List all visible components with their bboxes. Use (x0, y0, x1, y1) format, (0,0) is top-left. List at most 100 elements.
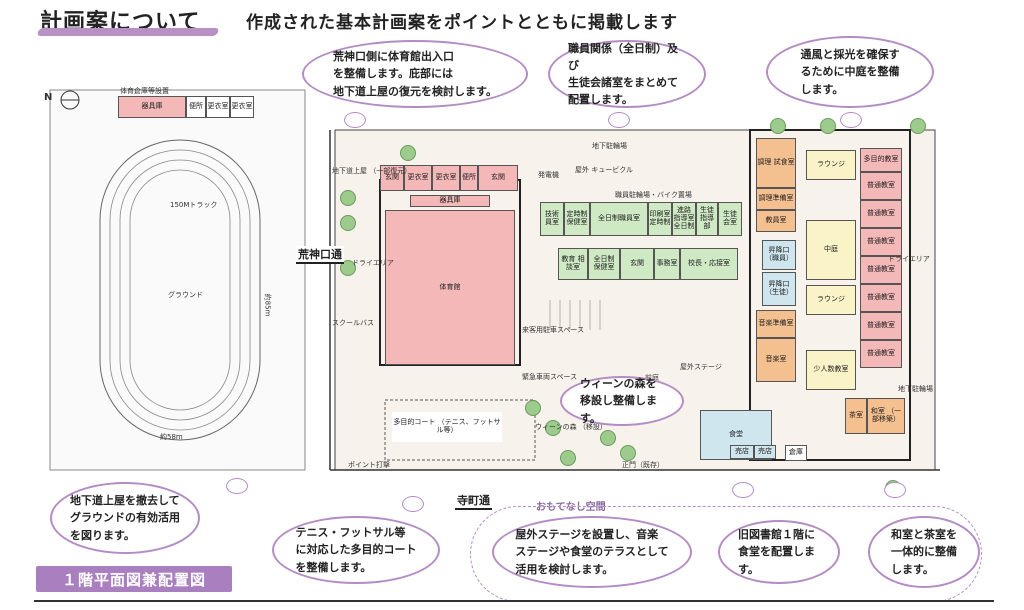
track-label: 150Mトラック (170, 201, 218, 209)
legend-tag: １階平面図兼配置図 (36, 566, 232, 592)
locker-room: 更衣室 (206, 96, 230, 118)
omotenashi-label: おもてなし空間 (536, 502, 606, 513)
multi-court-outline (384, 399, 536, 461)
bottom-rule (34, 600, 994, 602)
room-kitchen-prep: 調理準備室 (756, 188, 796, 210)
underground-bike2-label: 地下駐輪場 (898, 385, 933, 393)
tree (525, 400, 541, 416)
room-office: 事務室 (654, 248, 680, 280)
tree (340, 190, 356, 206)
shop: 売店 (754, 445, 776, 459)
room-career: 進路 指導室 全日制 (672, 202, 696, 236)
gym-store: 器具庫 (410, 195, 490, 207)
small-class: 少人数教室 (806, 350, 856, 390)
japanese-room: 和室 （一部移築） (867, 398, 905, 434)
dry-area-label: ドライエリア (352, 259, 394, 267)
tree (620, 445, 636, 461)
gym-locker: 更衣室 (432, 165, 460, 191)
point-label: ポイント打撃 (348, 461, 390, 469)
underground-bike-label: 地下駐輪場 (592, 142, 627, 150)
tree (340, 260, 356, 276)
room-principal: 校長・応接室 (680, 248, 738, 280)
callout-tail (402, 496, 424, 512)
outdoor-stage-label: 屋外ステージ (680, 363, 722, 371)
room-guidance: 生徒 指導部 (696, 202, 718, 236)
gym-entrance: 玄関 (380, 165, 404, 191)
main-gate-label: 正門（既存） (622, 461, 664, 469)
callout-tail (226, 478, 248, 494)
shoe-student: 昇降口 （生徒） (762, 272, 796, 306)
toilet-room: 便所 (186, 96, 206, 118)
callout-court: テニス・フットサル等 に対応した多目的コート を整備します。 (272, 516, 440, 584)
ground-area (49, 89, 306, 471)
callout-forest: ウィーンの森を 移設し整備します。 (560, 376, 684, 426)
classroom: 普通教室 (860, 340, 902, 368)
callout-tail (344, 112, 366, 128)
dry-area2-label: ドライエリア (888, 255, 930, 263)
tree (400, 145, 416, 161)
callout-library: 旧図書館１階に 食堂を配置します。 (718, 520, 840, 584)
lounge: ラウンジ (806, 285, 856, 315)
callout-tail (608, 112, 630, 128)
tree (560, 450, 576, 466)
forest-small-label: ウィーンの森 （移設） (535, 423, 607, 431)
track-lane2 (119, 159, 241, 421)
shed-room: 器具庫 (118, 96, 186, 118)
warehouse: 倉庫 (785, 445, 807, 461)
width-label: 約85m (263, 293, 272, 317)
lounge: ラウンジ (806, 150, 856, 180)
title-underline (36, 28, 220, 36)
tea-room: 茶室 (845, 398, 867, 434)
guest-parking-label: 来客用駐車スペース (522, 326, 585, 334)
track-outer (99, 139, 261, 441)
emergency-label: 緊急車両スペース (522, 373, 578, 381)
classroom: 普通教室 (860, 200, 902, 228)
classroom: 普通教室 (860, 256, 902, 284)
gym-toilet: 便所 (460, 165, 478, 191)
locker-room: 更衣室 (230, 96, 254, 118)
multi-court: 多目的コート （テニス、フットサル等） (392, 412, 502, 442)
ground-top-label: 体育倉庫等設置 (120, 87, 169, 95)
cubicle-label: 屋外 キュービクル (575, 166, 634, 174)
teramachi-label: 寺町通 (455, 492, 492, 510)
power-label: 発電機 (538, 171, 559, 179)
classroom: 普通教室 (860, 172, 902, 200)
room-counsel: 教育 相談室 (558, 248, 588, 280)
room-kitchen: 調理 試食室 (756, 138, 796, 188)
room-night-health: 定時制 保健室 (564, 202, 590, 236)
shoe-staff: 昇降口 （職員） (762, 240, 796, 270)
classroom: 普通教室 (860, 228, 902, 256)
tree (910, 118, 926, 134)
callout-staff: 職員関係（全日制）及び 生徒会諸室をまとめて 配置します。 (548, 40, 706, 108)
multi-classroom: 多目的教室 (860, 148, 902, 172)
track-lane1 (109, 149, 251, 431)
room-teacher: 教員室 (756, 210, 796, 232)
north-label: N (44, 92, 53, 103)
callout-gym: 荒神口側に体育館出入口 を整備します。庇部には 地下道上屋の復元を検討します。 (302, 40, 528, 108)
track-lane3 (129, 169, 231, 411)
page-subtitle: 作成された基本計画案をポイントとともに掲載します (246, 13, 678, 33)
gym-room: 体育館 (385, 210, 515, 365)
room-council: 生徒 会室 (718, 202, 742, 236)
length-label: 約58m (160, 433, 183, 441)
classroom: 普通教室 (860, 312, 902, 340)
callout-courtyard: 通風と採光を確保す るために中庭を整備 します。 (766, 36, 934, 108)
room-health: 全日制 保健室 (588, 248, 620, 280)
tree (770, 118, 786, 134)
room-print: 印刷室 定時制 (648, 202, 672, 236)
gym-entrance2: 玄関 (478, 165, 518, 191)
courtyard: 中庭 (806, 220, 856, 280)
ground-label: グラウンド (168, 291, 203, 299)
room-staff: 全日制職員室 (590, 202, 648, 236)
tree (820, 118, 836, 134)
callout-tail (732, 482, 754, 498)
shop: 売店 (730, 445, 754, 459)
room-music: 音楽室 (756, 338, 796, 382)
room-music-prep: 音楽準備室 (756, 310, 796, 338)
tree (340, 215, 356, 231)
underpass-up-label: 地下道上屋 （一部復元） (332, 167, 412, 175)
classroom: 普通教室 (860, 284, 902, 312)
tree (600, 430, 616, 446)
kojinguchi-label: 荒神口通 (296, 246, 344, 264)
callout-stage: 屋外ステージを設置し、音楽 ステージや食堂のテラスとして 活用を検討します。 (492, 516, 692, 588)
